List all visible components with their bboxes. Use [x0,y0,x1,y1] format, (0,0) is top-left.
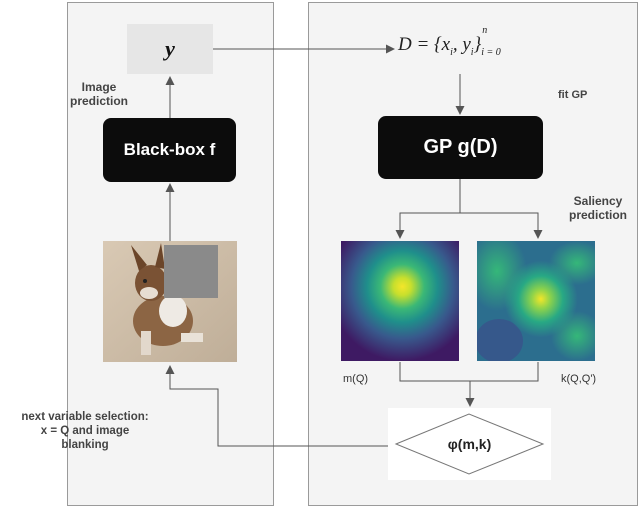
acquisition-diamond [394,413,545,475]
arrow-to-kernel-map [460,212,543,239]
arrow-kernel-to-acquisition [470,362,539,382]
gp-label: GP g(D) [423,136,498,158]
acquisition-label: φ(m,k) [447,436,492,452]
kernel-map-label: k(Q,Q') [561,373,597,385]
fit-gp-label: fit GP [558,89,588,101]
image-prediction-label: Image prediction [70,80,129,108]
next-variable-label: next variable selection: x = Q and image… [21,411,149,451]
blackbox-f-label: Black-box f [123,140,216,159]
gp-node: GP g(D) [378,116,543,179]
mean-heatmap [341,241,459,361]
acquisition-frame: φ(m,k) [388,408,551,480]
mean-heatmap-image [341,241,459,361]
blanked-patch [164,245,218,298]
blackbox-f-node: Black-box f [103,118,236,182]
mean-map-label: m(Q) [343,373,369,385]
dog-illustration [103,241,237,362]
saliency-prediction-label: Saliency prediction [568,194,627,222]
dog-photo [103,241,237,362]
arrow-to-mean-map [395,212,460,239]
output-y-label: y [165,36,175,61]
kernel-heatmap [467,231,605,363]
output-y-box: y [127,24,213,74]
kernel-heatmap-image [467,231,605,363]
arrow-acquisition-to-photo [165,365,388,447]
arrow-mean-to-acquisition [399,362,475,407]
